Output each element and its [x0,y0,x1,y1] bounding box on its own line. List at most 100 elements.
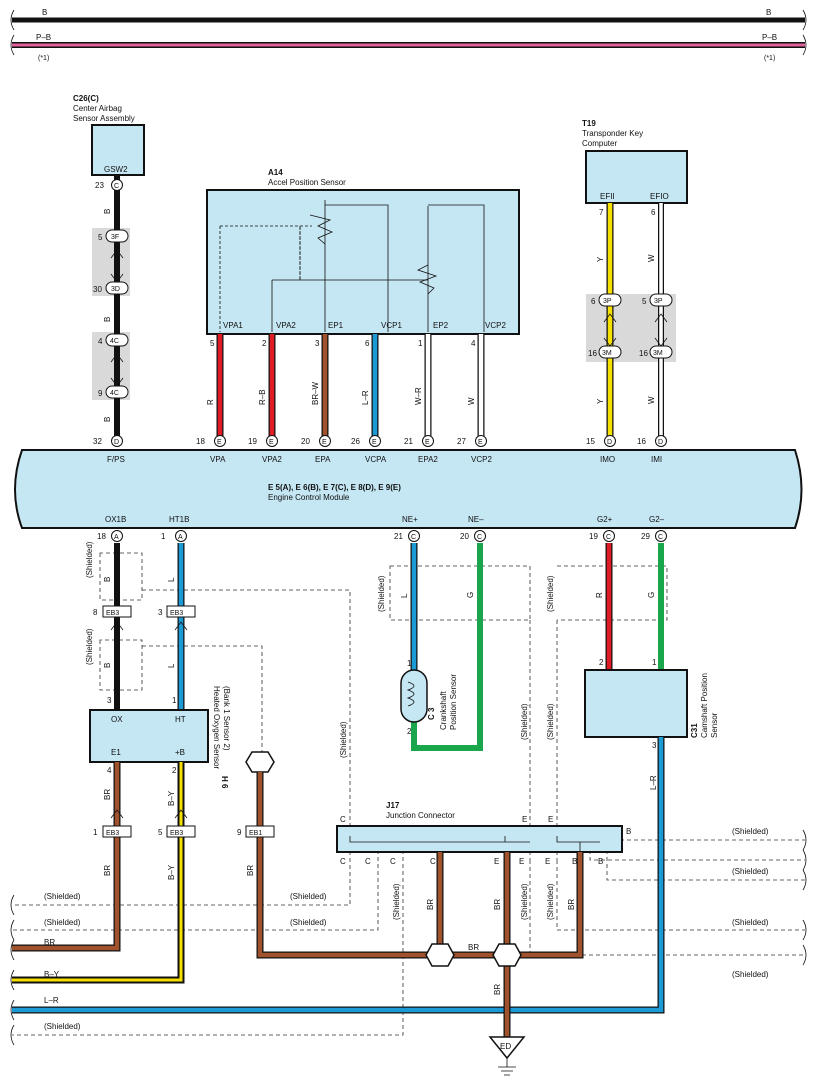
ecm-title-2: Engine Control Module [268,493,350,502]
c26-pin-letter: C [114,183,119,190]
ecm-top-letter-6: E [478,439,483,446]
shielded-v-6: (Shielded) [520,703,529,740]
c3-sensor-body [400,669,428,723]
ecm-top-label-6: VCP2 [471,455,492,464]
ecm-top-label-2: VPA2 [262,455,282,464]
j17-top-b: B [626,827,631,836]
ground-triangle [488,1036,526,1060]
c3-pin2: 2 [407,727,412,736]
c26-wire-3: B [103,417,112,422]
h6-name-1: Heated Oxygen Sensor [212,686,221,769]
c31-wire-r: R [595,592,604,598]
conn-4c-a: 4C [110,338,119,345]
conn-3m-b-num: 16 [639,349,648,358]
ecm-bottom-pin-2 [408,530,420,542]
t19-pin-efii: EFII [600,192,615,201]
splice-2 [492,943,522,967]
h6-pin-ox: OX [111,715,123,724]
c31-wire-g: G [647,592,656,598]
h6-name-2: (Bank 1 Sensor 2) [222,686,231,751]
shielded-left-1: (Shielded) [44,892,81,901]
t19-num-7: 7 [599,208,604,217]
conn-3p-a-num: 6 [591,297,596,306]
ecm-bottom-pin-5 [655,530,667,542]
j17-code: J17 [386,801,400,810]
t19-name-2: Computer [582,139,617,148]
eb3-1: EB3 [106,830,119,837]
ecm-top-num-1: 18 [196,437,205,446]
c26-pin-label: GSW2 [104,165,128,174]
shielded-right-1: (Shielded) [732,827,769,836]
conn-3m-a: 3M [602,350,612,357]
ecm-bottom-letter-3: C [477,534,482,541]
splice-1 [425,943,455,967]
ecm-title-1: E 5(A), E 6(B), E 7(C), E 8(D), E 9(E) [268,483,401,492]
a14-pin-num-5: 4 [471,339,476,348]
a14-wire-group: VPA15RVPA22R–BEP13BR–WVCP16L–REP21W–RVCP… [206,321,506,436]
c31-wire-lr: L–R [649,775,658,790]
shielded-v-3: (Shielded) [377,575,386,612]
j17-top-e2: E [548,815,553,824]
conn-4c-b-num: 9 [98,389,103,398]
a14-code: A14 [268,168,283,177]
shielded-v-5: (Shielded) [339,721,348,758]
junction-br-2: BR [493,899,502,910]
a14-pin-label-3: VCP1 [381,321,402,330]
ecm-top-label-8: IMI [651,455,662,464]
j17-bottom-pin-1: C [365,857,371,866]
j17-name: Junction Connector [386,811,455,820]
ecm-top-pin-6 [475,435,487,447]
a14-accel-sensor: A14 Accel Position Sensor [206,168,520,335]
c3-name-1: Crankshaft [439,691,448,730]
j17-bottom-pin-5: E [519,857,524,866]
ecm-top-num-5: 21 [404,437,413,446]
eb3-8: EB3 [106,610,119,617]
ecm-top-num-6: 27 [457,437,466,446]
ecm-bottom-num-3: 20 [460,532,469,541]
ecm-top-num-3: 20 [301,437,310,446]
c31-pin3: 3 [652,741,657,750]
ecm-top-num-7: 15 [586,437,595,446]
a14-pin-num-4: 1 [418,339,423,348]
ecm-top-letter-4: E [372,439,377,446]
ecm-bottom-num-0: 18 [97,532,106,541]
conn-4c-a-num: 4 [98,337,103,346]
eb3-3: EB3 [170,610,183,617]
h6-num-e1: 4 [107,766,112,775]
eb3-3-num: 3 [158,608,163,617]
ecm-top-pin-3 [319,435,331,447]
h6-num-ht: 1 [172,696,177,705]
ecm-bottom-letter-0: A [114,534,119,541]
c26-airbag-sensor: C26(C) Center Airbag Sensor Assembly GSW… [73,94,145,436]
a14-pin-num-3: 6 [365,339,370,348]
bus-pb-left: P–B [36,33,51,42]
ecm-bottom-letter-4: C [606,534,611,541]
ecm-top-letter-5: E [425,439,430,446]
eb1-9: EB1 [249,830,262,837]
ecm-top-num-2: 19 [248,437,257,446]
c3-pin1: 1 [407,659,412,668]
ecm-top-pin-2 [266,435,278,447]
h6-wire-br-2: BR [103,865,112,876]
ecm-top-label-3: EPA [315,455,331,464]
j17-top-e1: E [522,815,527,824]
h6-pin-ht: HT [175,715,186,724]
bus-b-left: B [42,8,47,17]
t19-wire-w-1: W [647,254,656,262]
shielded-right-4: (Shielded) [732,970,769,979]
ecm-top-letter-0: D [114,439,119,446]
t19-wire-y-2: Y [596,398,605,404]
j17-bottom-pin-3: C [430,857,436,866]
ecm-bottom-pin-3 [474,530,486,542]
ecm: E 5(A), E 6(B), E 7(C), E 8(D), E 9(E) E… [14,449,803,529]
conn-3p-b-num: 5 [642,297,647,306]
a14-name: Accel Position Sensor [268,178,346,187]
shielded-v-9: (Shielded) [520,883,529,920]
ecm-top-letter-3: E [322,439,327,446]
t19-code: T19 [582,119,596,128]
eb3-8-num: 8 [93,608,98,617]
ecm-top-letter-7: D [607,439,612,446]
t19-num-6: 6 [651,208,656,217]
